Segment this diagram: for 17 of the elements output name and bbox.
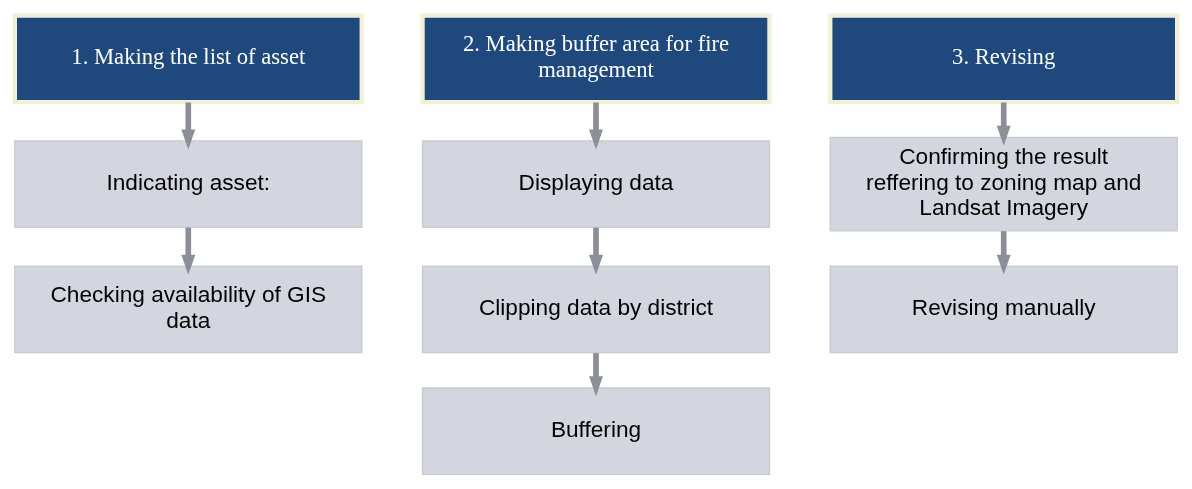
arrow <box>589 101 603 149</box>
node-box: Displaying data <box>421 139 771 228</box>
node-box: Indicating asset: <box>14 139 363 228</box>
arrow <box>589 227 603 275</box>
arrow <box>181 101 196 149</box>
node-box: Confirming the result reffering to zoning map and Landsat Imagery <box>829 136 1178 232</box>
node-box: Revising manually <box>829 265 1178 353</box>
node-box: Checking availability of GIS data <box>14 265 363 353</box>
node-box: 1. Making the list of asset <box>12 13 364 104</box>
node-box: 3. Revising <box>828 13 1180 104</box>
node-box: Buffering <box>421 386 771 475</box>
arrow <box>996 230 1011 275</box>
node-box: 2. Making buffer area for fire management <box>420 13 772 104</box>
arrow <box>589 352 603 396</box>
node-box: Clipping data by district <box>421 265 771 353</box>
arrow <box>181 227 196 275</box>
arrow <box>996 101 1011 146</box>
